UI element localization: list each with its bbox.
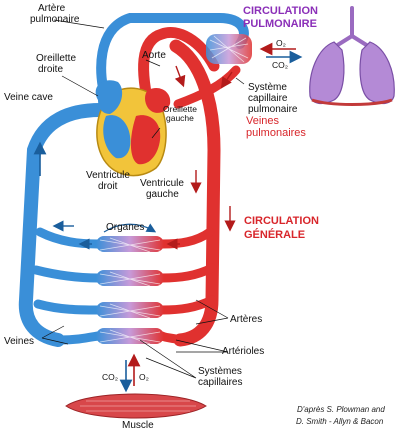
pulmonary-heading-line2: PULMONAIRE bbox=[243, 18, 317, 30]
label-systemes-capillaires-2: capillaires bbox=[198, 377, 242, 388]
label-organes: Organes bbox=[106, 222, 144, 233]
label-systeme-capillaire-3: pulmonaire bbox=[248, 104, 298, 115]
gas-exchange-pulmonary bbox=[259, 42, 303, 64]
flow-arrows bbox=[33, 65, 236, 250]
gas-o2-bottom: O₂ bbox=[139, 372, 149, 382]
label-ventricule-gauche-1: Ventricule bbox=[140, 178, 184, 189]
label-ventricule-droit-2: droit bbox=[98, 181, 118, 192]
label-veines-pulm-1: Veines bbox=[246, 115, 280, 127]
leader-lines bbox=[41, 19, 245, 379]
venous-system bbox=[18, 13, 249, 347]
heart bbox=[95, 80, 171, 177]
gas-co2-top: CO₂ bbox=[272, 60, 288, 70]
label-oreillette-gauche-2: gauche bbox=[166, 113, 194, 123]
label-ventricule-droit-1: Ventricule bbox=[86, 170, 130, 181]
credit-line1: D'après S. Plowman and bbox=[297, 405, 385, 414]
muscle-illustration bbox=[65, 393, 207, 419]
label-veine-cave: Veine cave bbox=[4, 92, 53, 103]
label-arteres: Artères bbox=[230, 314, 262, 325]
text-labels: CIRCULATION PULMONAIRE Artère pulmonaire… bbox=[4, 3, 385, 431]
label-systemes-capillaires-1: Systèmes bbox=[198, 366, 242, 377]
label-aorte: Aorte bbox=[142, 50, 166, 61]
pulmonary-heading-line1: CIRCULATION bbox=[243, 5, 318, 17]
gas-exchange-muscle bbox=[119, 353, 141, 393]
label-arterioles: Artérioles bbox=[222, 346, 264, 357]
gas-o2-top: O₂ bbox=[276, 38, 286, 48]
label-oreillette-droite-2: droite bbox=[38, 64, 63, 75]
credit-line2: D. Smith - Allyn & Bacon bbox=[296, 417, 384, 426]
label-oreillette-droite-1: Oreillette bbox=[36, 53, 76, 64]
label-veines-pulm-2: pulmonaires bbox=[246, 127, 306, 139]
label-muscle: Muscle bbox=[122, 420, 154, 431]
label-systeme-capillaire-1: Système bbox=[248, 82, 287, 93]
gas-co2-bottom: CO₂ bbox=[102, 372, 118, 382]
lungs-illustration bbox=[309, 6, 395, 106]
pulmonary-capillary-bed bbox=[206, 34, 252, 64]
label-arteria-pulm-2: pulmonaire bbox=[30, 14, 80, 25]
label-systeme-capillaire-2: capillaire bbox=[248, 93, 288, 104]
systemic-heading-line2: GÉNÉRALE bbox=[244, 228, 305, 241]
label-oreillette-gauche-1: Oreillette bbox=[163, 104, 197, 114]
label-ventricule-gauche-2: gauche bbox=[146, 189, 179, 200]
systemic-heading-line1: CIRCULATION bbox=[244, 215, 319, 227]
organ-capillary-beds bbox=[96, 236, 164, 345]
label-veines: Veines bbox=[4, 336, 34, 347]
label-arteria-pulm-1: Artère bbox=[38, 3, 66, 14]
